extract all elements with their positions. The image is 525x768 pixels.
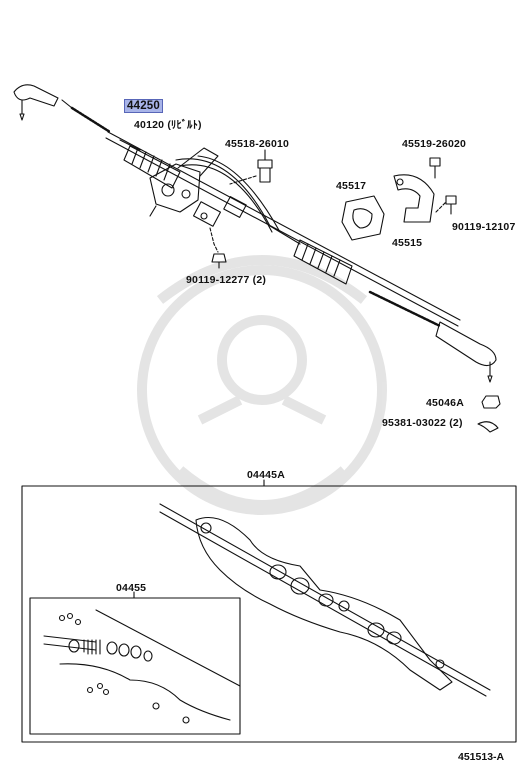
boot-left[interactable] [123, 145, 181, 189]
leader-bolt-d [209, 227, 219, 253]
boot-right[interactable] [293, 239, 353, 285]
label-kit-04455[interactable]: 04455 [116, 582, 147, 594]
housing-clamp[interactable] [192, 196, 247, 227]
bushing-45517[interactable] [341, 195, 385, 241]
kit-sub-seals[interactable] [43, 609, 241, 724]
tie-rod-end-right[interactable] [435, 321, 497, 383]
bolt-45518-26010[interactable] [257, 149, 273, 183]
label-pin-95381[interactable]: 95381-03022 (2) [382, 417, 463, 429]
label-nut-45046A[interactable]: 45046A [426, 397, 464, 409]
gear-housing[interactable] [149, 147, 219, 217]
hydraulic-lines[interactable] [175, 155, 301, 245]
kit-box-04455 [29, 597, 241, 735]
reference-code: 451513-A [458, 751, 505, 763]
label-bolt-90119-12277[interactable]: 90119-12277 (2) [186, 274, 267, 286]
inner-rod-right [368, 290, 442, 328]
tie-rod-end-left[interactable] [13, 84, 112, 134]
watermark-logo [137, 255, 387, 515]
label-bracket-45515[interactable]: 45515 [392, 237, 423, 249]
kit-rack-outline[interactable] [159, 503, 491, 697]
label-bolt-45519[interactable]: 45519-26020 [402, 138, 467, 150]
label-bolt-45518[interactable]: 45518-26010 [225, 138, 290, 150]
label-bushing-45517[interactable]: 45517 [336, 180, 367, 192]
kit-box-04445A [21, 485, 517, 743]
bracket-45515[interactable] [393, 174, 435, 223]
leader-bolt-a [229, 175, 257, 185]
cotter-pin-95381[interactable] [477, 421, 499, 433]
bolt-90119-12277[interactable] [211, 253, 227, 269]
label-rack-40120[interactable]: 40120 (ﾘﾋﾞﾙﾄ) [134, 119, 202, 131]
label-bolt-90119-12107[interactable]: 90119-12107 [452, 221, 516, 233]
rack-tube[interactable] [105, 131, 461, 327]
label-kit-04445A[interactable]: 04445A [247, 469, 285, 481]
bolt-45519-26020[interactable] [429, 157, 441, 179]
kit-seal-rings[interactable] [200, 522, 445, 669]
bolt-90119-12107[interactable] [435, 195, 457, 215]
label-assy-44250[interactable]: 44250 [124, 99, 163, 113]
nut-45046A[interactable] [481, 395, 501, 409]
